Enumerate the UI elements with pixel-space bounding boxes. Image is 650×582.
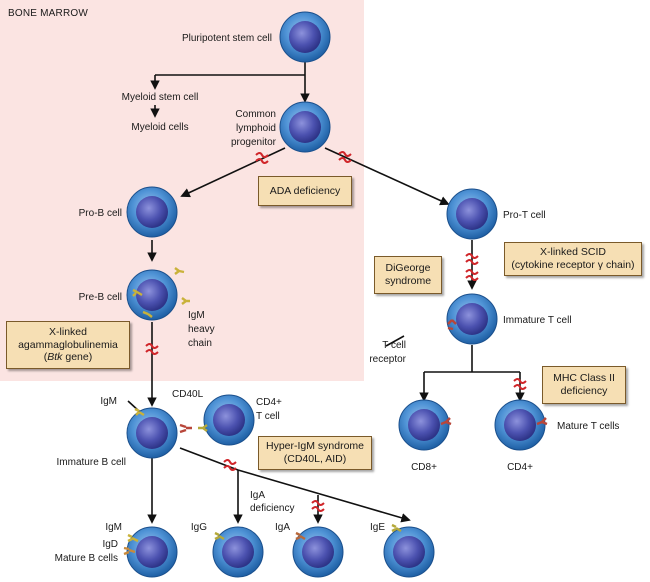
- label-myeloid-stem: Myeloid stem cell: [122, 92, 199, 103]
- region-label: BONE MARROW: [8, 8, 88, 19]
- box-x-linked-agammaglobulinemia: X-linked agammaglobulinemia (Btk gene): [6, 321, 130, 369]
- label-igm-heavy-3: chain: [188, 338, 212, 349]
- box-scid-line2: (cytokine receptor γ chain): [511, 259, 635, 271]
- label-myeloid-cells: Myeloid cells: [131, 122, 188, 133]
- label-mature-t: Mature T cells: [557, 421, 619, 432]
- box-digeorge-syndrome: DiGeorge syndrome: [374, 256, 442, 294]
- cell-pro-b: [126, 186, 178, 238]
- label-mature-b: Mature B cells: [55, 553, 118, 564]
- box-scid-line1: X-linked SCID: [540, 246, 606, 259]
- box-xla-line3: (Btk gene): [43, 351, 93, 364]
- label-igg: IgG: [191, 522, 207, 533]
- cell-pluripotent-stem: [279, 11, 331, 63]
- box-xla-line1: X-linked: [49, 326, 87, 339]
- label-igm-heavy-2: heavy: [188, 324, 215, 335]
- label-iga: IgA: [275, 522, 290, 533]
- cell-immature-b: [126, 407, 178, 459]
- label-immature-t: Immature T cell: [503, 315, 572, 326]
- cell-cd4-t-helper: [203, 394, 255, 446]
- label-immature-b: Immature B cell: [57, 457, 126, 468]
- box-mhc-line2: deficiency: [560, 385, 608, 397]
- label-cd4t-1: CD4+: [256, 397, 282, 408]
- label-tcr-1: T cell: [382, 340, 406, 351]
- box-mhc-line1: MHC Class II: [553, 372, 615, 385]
- cell-mature-b-ige: [383, 526, 435, 578]
- label-ige: IgE: [370, 522, 385, 533]
- box-ada-text: ADA deficiency: [269, 184, 341, 197]
- label-cd4: CD4+: [507, 462, 533, 473]
- box-mhc-class-ii-deficiency: MHC Class II deficiency: [542, 366, 626, 404]
- label-clp-2: lymphoid: [236, 123, 276, 134]
- cell-immature-t: [446, 293, 498, 345]
- label-pro-t: Pro-T cell: [503, 210, 546, 221]
- cd40-marker-icon: [198, 424, 208, 432]
- label-iga-def-2: deficiency: [250, 503, 294, 514]
- label-pre-b: Pre-B cell: [79, 292, 122, 303]
- label-tcr-2: receptor: [369, 354, 406, 365]
- box-xla-line2: agammaglobulinemia: [18, 338, 118, 351]
- label-iga-def-1: IgA: [250, 490, 265, 501]
- cell-common-lymphoid-progenitor: [279, 101, 331, 153]
- box-digeorge-line1: DiGeorge: [385, 262, 431, 275]
- tcr-marker-icons: [440, 319, 548, 426]
- box-xla-suffix: gene): [62, 351, 93, 364]
- box-ada-deficiency: ADA deficiency: [258, 176, 352, 206]
- mature-b-markers: [123, 523, 402, 556]
- label-mature-igm: IgM: [105, 522, 122, 533]
- label-clp-3: progenitor: [231, 137, 277, 148]
- label-mature-igd: IgD: [102, 539, 118, 550]
- label-pluripotent-stem: Pluripotent stem cell: [182, 33, 272, 44]
- box-digeorge-line2: syndrome: [384, 275, 432, 287]
- label-clp-1: Common: [235, 109, 276, 120]
- box-hyper-igm-syndrome: Hyper-IgM syndrome (CD40L, AID): [258, 436, 372, 470]
- box-xla-gene: Btk: [47, 351, 63, 364]
- cell-mature-b-iga: [292, 526, 344, 578]
- box-x-linked-scid: X-linked SCID (cytokine receptor γ chain…: [504, 242, 642, 276]
- label-cd40l: CD40L: [172, 389, 204, 400]
- igm-marker-icon: [134, 407, 145, 417]
- cell-pro-t: [446, 188, 498, 240]
- label-igm-marker: IgM: [100, 396, 117, 407]
- box-higm-line1: Hyper-IgM syndrome: [265, 440, 365, 453]
- label-pro-b: Pro-B cell: [79, 208, 122, 219]
- label-cd4t-2: T cell: [256, 411, 280, 422]
- box-higm-line2: (CD40L, AID): [283, 453, 347, 465]
- cell-mature-b-igg: [212, 526, 264, 578]
- label-igm-heavy-1: IgM: [188, 310, 205, 321]
- igm-heavy-chain-markers: [132, 267, 190, 318]
- cd40l-marker-icon: [179, 423, 192, 434]
- label-cd8: CD8+: [411, 462, 437, 473]
